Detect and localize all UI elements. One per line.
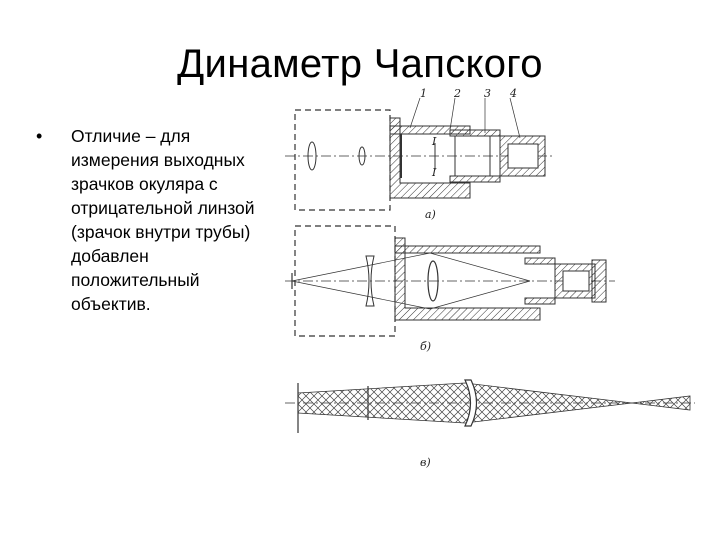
mark-i-bottom: I: [431, 166, 437, 179]
mark-i-top: I: [431, 135, 437, 148]
part-number-1: 1: [420, 88, 427, 100]
slide-title-text: Динаметр Чапского: [177, 42, 543, 86]
figure-a: I I 1 2 3 4 а): [285, 88, 555, 221]
bullet-marker: •: [36, 126, 43, 146]
part-number-4: 4: [509, 88, 517, 100]
part-number-2: 2: [453, 88, 461, 100]
figure-b: б): [285, 225, 615, 353]
part-number-3: 3: [484, 88, 491, 100]
bullet-text: Отличие – для измерения выходных зрачков…: [71, 126, 255, 314]
sub-label-b: б): [420, 340, 431, 353]
sub-label-v: в): [420, 456, 431, 469]
slide-title: Динаметр Чапского: [0, 42, 720, 87]
sub-label-a: а): [425, 208, 436, 221]
dynameter-diagram: I I 1 2 3 4 а) б): [285, 88, 695, 469]
figure-v: в): [285, 379, 695, 469]
